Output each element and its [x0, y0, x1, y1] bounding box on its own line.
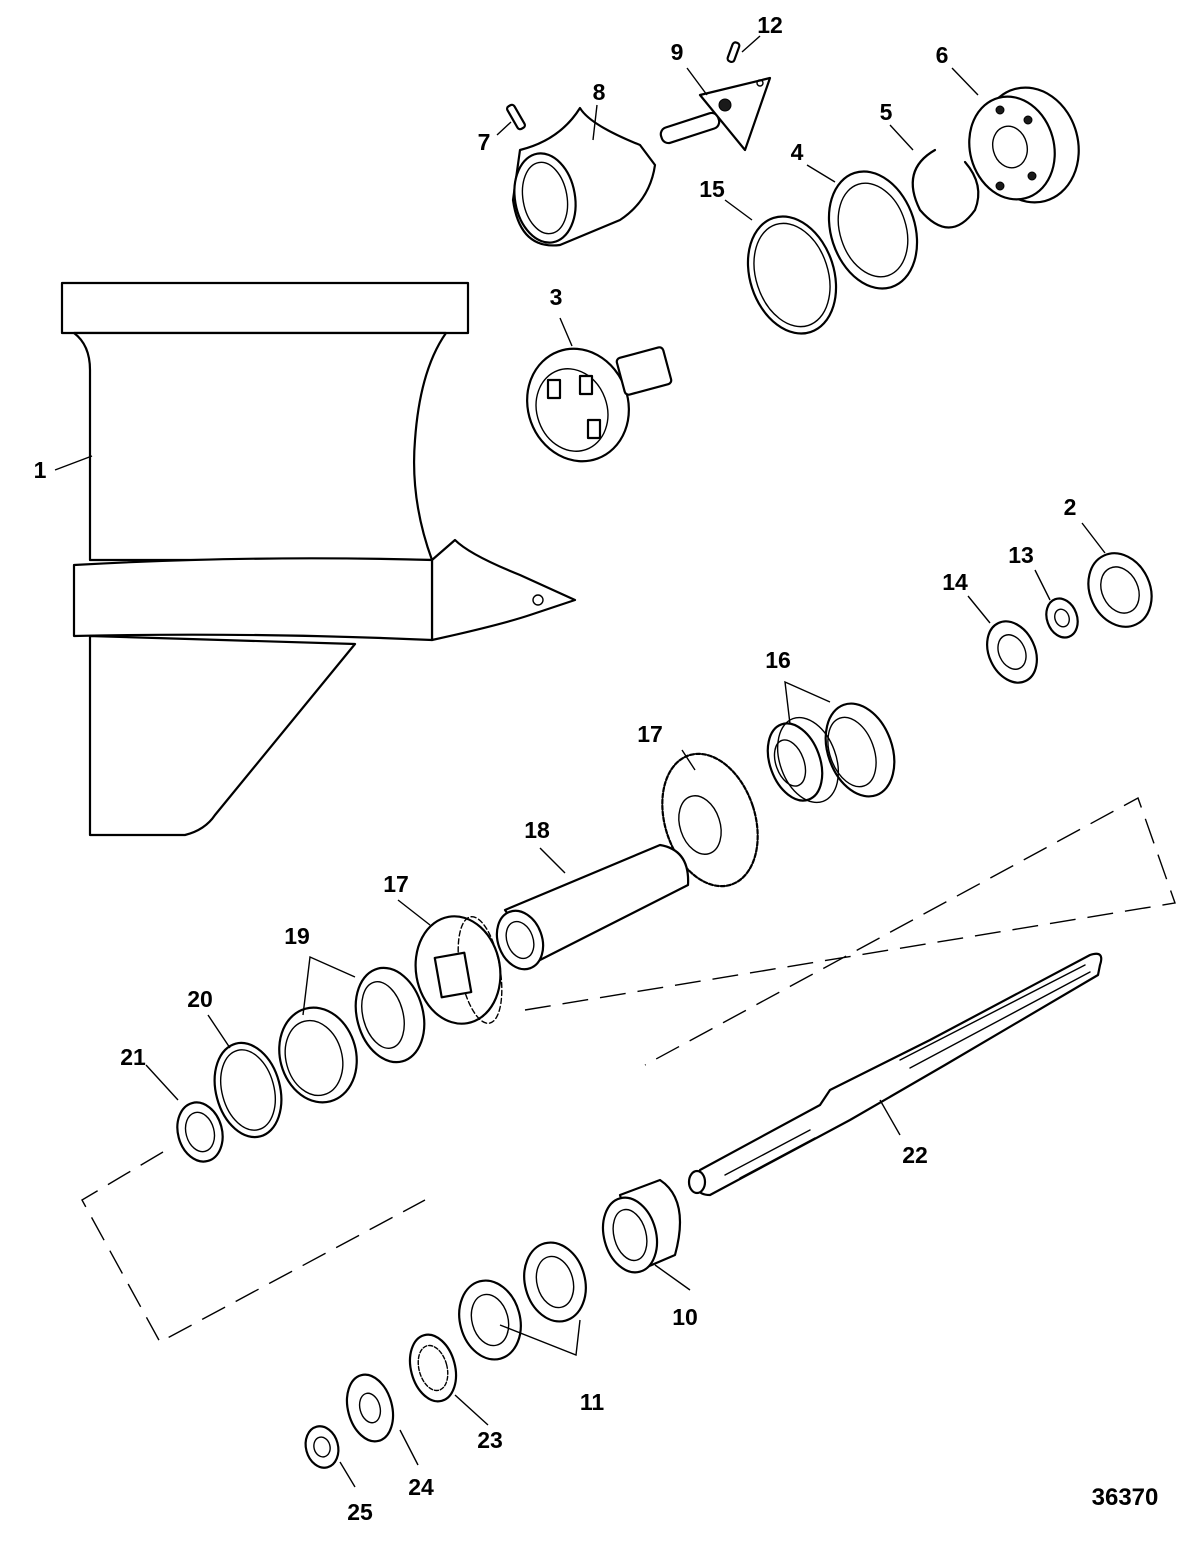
- seals-11: [458, 1241, 587, 1361]
- callout-6: 6: [936, 42, 949, 68]
- drawing-reference-number: 36370: [1092, 1484, 1159, 1511]
- callout-8: 8: [593, 79, 606, 105]
- washer-14: [986, 620, 1038, 684]
- propeller-shaft-22: [687, 952, 1103, 1197]
- callout-4: 4: [791, 139, 804, 165]
- callout-3: 3: [550, 284, 563, 310]
- dashed-bracket: [81, 796, 1176, 1343]
- callout-labels: 1 2 3 4 5 6 7 8 9 10 11 12 13 14 15 16 1…: [34, 12, 1077, 1525]
- callout-15: 15: [699, 176, 725, 202]
- callout-19: 19: [284, 923, 310, 949]
- callout-2: 2: [1064, 494, 1077, 520]
- callout-20: 20: [187, 986, 213, 1012]
- pin-12: [726, 41, 741, 64]
- callout-17-upper: 17: [637, 721, 663, 747]
- callout-18: 18: [524, 817, 550, 843]
- callout-25: 25: [347, 1499, 373, 1525]
- callout-24: 24: [408, 1474, 434, 1500]
- needle-bearing-10: [601, 1178, 682, 1274]
- race-2: [1087, 552, 1153, 628]
- bearing-19: [278, 966, 426, 1104]
- tab-washer-23: [408, 1333, 458, 1403]
- gear-housing: [60, 281, 577, 837]
- callout-23: 23: [477, 1427, 503, 1453]
- bearing-16: [766, 702, 896, 804]
- callout-17-lower: 17: [383, 871, 409, 897]
- callout-12: 12: [757, 12, 783, 38]
- cone-housing: [511, 106, 657, 247]
- gear-17-upper: [661, 752, 759, 888]
- shim-20: [213, 1041, 283, 1139]
- callout-14: 14: [942, 569, 968, 595]
- callout-21: 21: [120, 1044, 146, 1070]
- washer-24: [345, 1373, 395, 1443]
- pin-7: [506, 103, 526, 131]
- retainer-6: [968, 86, 1080, 204]
- callout-5: 5: [880, 99, 893, 125]
- callout-11: 11: [580, 1389, 605, 1415]
- leader-lines: [54, 35, 1106, 1488]
- callout-1: 1: [34, 457, 47, 483]
- callout-22: 22: [902, 1142, 928, 1168]
- bearing-carrier: [526, 346, 673, 463]
- seal-21: [176, 1101, 224, 1163]
- o-ring-15: [746, 215, 838, 335]
- nut-25: [304, 1425, 340, 1469]
- callout-13: 13: [1008, 542, 1034, 568]
- nut-13: [1045, 597, 1079, 639]
- stud-9: [659, 76, 772, 152]
- callout-9: 9: [671, 39, 684, 65]
- callout-16: 16: [765, 647, 791, 673]
- callout-10: 10: [672, 1304, 698, 1330]
- gear-17-lower: [414, 915, 503, 1025]
- washer-4: [827, 170, 919, 290]
- spacer-18: [495, 843, 690, 971]
- callout-7: 7: [478, 129, 491, 155]
- snap-ring-5: [911, 148, 980, 229]
